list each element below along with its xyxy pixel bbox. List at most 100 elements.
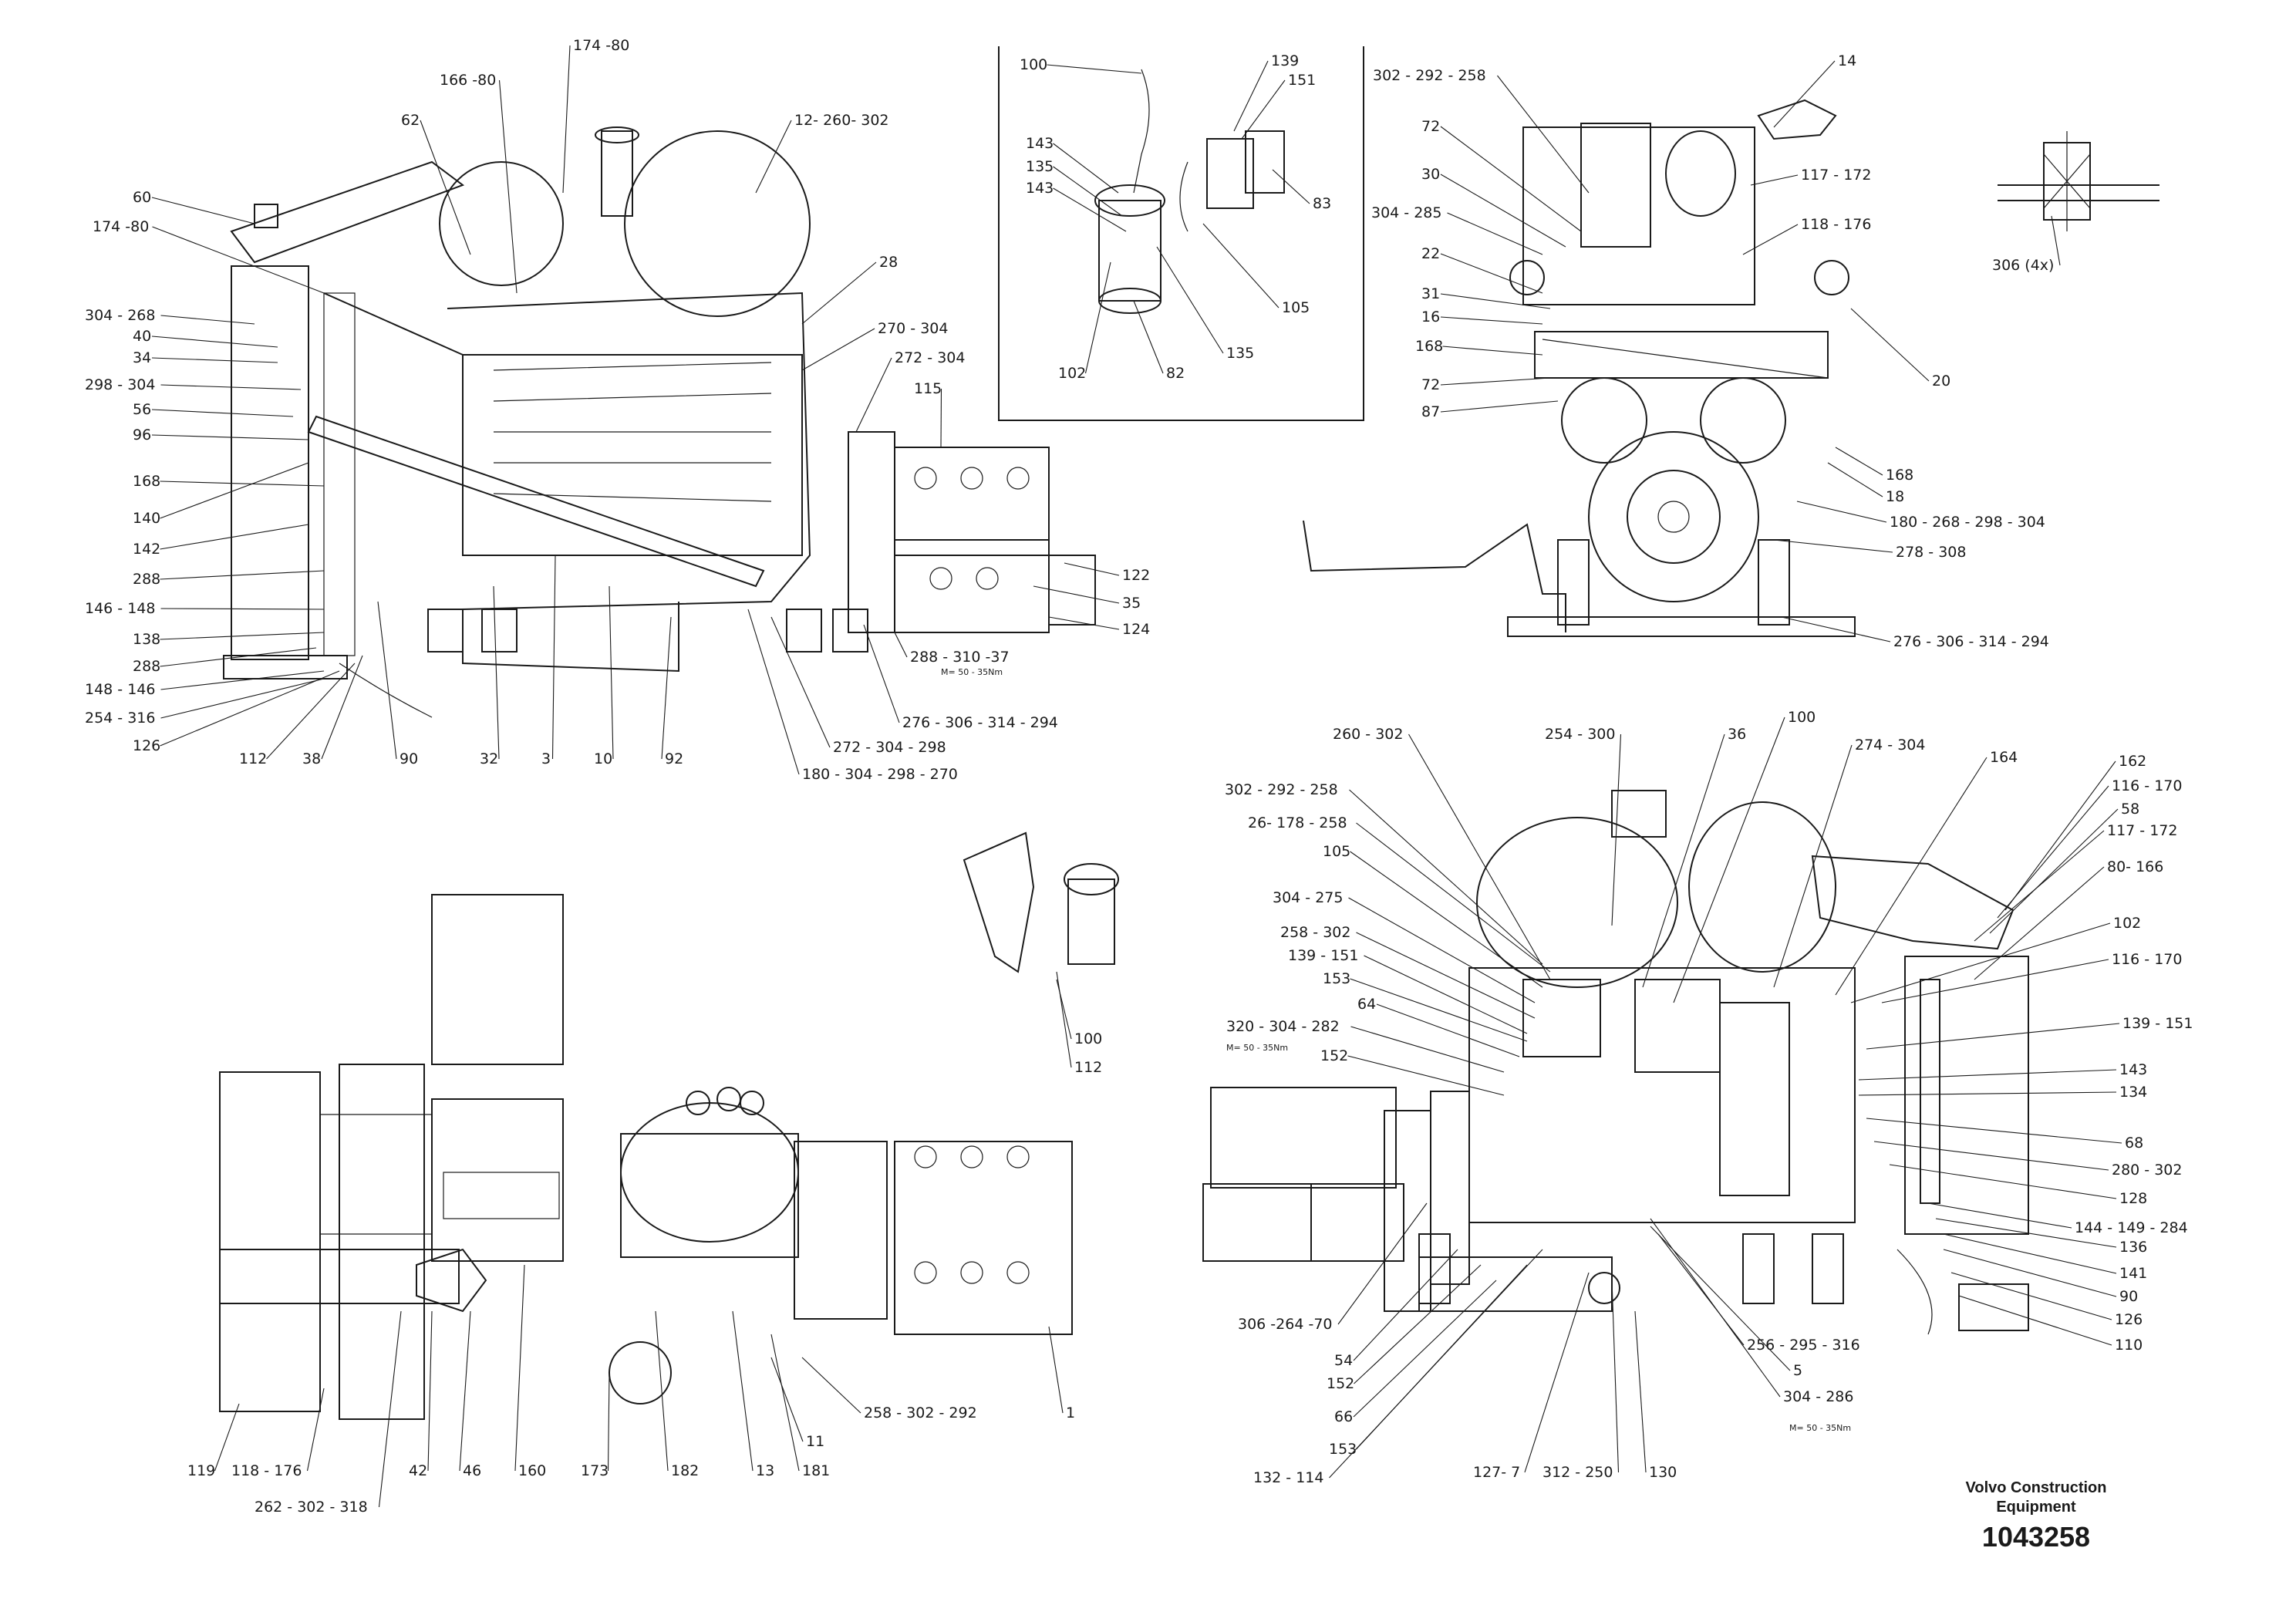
leader-c8 [160, 315, 255, 325]
leader-c27 [1064, 562, 1120, 576]
leader-c129 [770, 1334, 800, 1472]
callout-c63: 72 [1421, 376, 1440, 393]
leader-c94 [1881, 959, 2109, 1003]
callout-c112: 132 - 114 [1253, 1469, 1323, 1486]
leader-c99 [1873, 1141, 2109, 1171]
leader-c128 [732, 1310, 754, 1472]
callout-c116: 127- 7 [1473, 1464, 1520, 1481]
callout-c58: 118 - 176 [1801, 216, 1871, 233]
callout-c35: 38 [302, 750, 321, 767]
callout-c93: 102 [2113, 915, 2141, 932]
callout-c81: 117 - 172 [2107, 822, 2177, 839]
leader-c106 [1958, 1295, 2112, 1346]
callout-c103: 141 [2119, 1265, 2147, 1282]
bolt-detail [1998, 131, 2159, 231]
leader-c67 [1827, 462, 1883, 497]
callout-c91: 320 - 304 - 282 [1226, 1018, 1340, 1035]
leader-c11 [160, 384, 302, 390]
callout-c31: 276 - 306 - 314 - 294 [902, 714, 1058, 731]
leader-c40 [661, 616, 672, 760]
callout-c52: 302 - 292 - 258 [1373, 67, 1486, 84]
leader-c109 [1354, 1264, 1482, 1384]
leader-c32 [770, 616, 831, 748]
leader-c96 [1858, 1069, 2117, 1081]
callout-c20: 288 [133, 571, 160, 588]
leader-c104 [1943, 1249, 2117, 1297]
leader-c26 [160, 670, 340, 747]
leader-c52 [1497, 75, 1590, 194]
leader-c125 [514, 1264, 525, 1472]
leader-c35 [321, 655, 363, 760]
leader-c82 [1974, 866, 2105, 980]
leader-c60 [1440, 293, 1551, 309]
callout-c41: 100 [1020, 56, 1047, 73]
callout-c77: 164 [1990, 749, 2018, 766]
leader-c23 [160, 647, 317, 667]
callout-c70: 276 - 306 - 314 - 294 [1893, 633, 2049, 650]
callout-c47: 83 [1313, 195, 1331, 212]
callout-c59: 22 [1421, 245, 1440, 262]
leader-c121 [214, 1403, 240, 1472]
callout-c114: 5 [1793, 1362, 1802, 1379]
callout-c68: 180 - 268 - 298 - 304 [1890, 514, 2045, 531]
callout-c19: 142 [133, 541, 160, 558]
leader-c36 [377, 601, 397, 760]
leader-c66 [1835, 447, 1883, 476]
leader-c126 [607, 1372, 610, 1472]
leader-c108 [1353, 1249, 1458, 1361]
callout-c115: 304 - 286 [1783, 1388, 1853, 1405]
callout-c50: 82 [1166, 365, 1185, 382]
leader-c112 [1329, 1249, 1543, 1479]
callout-c120: 112 [1074, 1059, 1102, 1076]
callout-c122: 118 - 176 [231, 1462, 302, 1479]
leader-c22 [160, 632, 325, 640]
callout-c84: 26- 178 - 258 [1248, 814, 1347, 831]
leader-lines [151, 45, 2122, 1508]
callout-c94: 116 - 170 [2112, 951, 2182, 968]
leader-c39 [609, 585, 614, 760]
torque-note-n3: M= 50 - 35Nm [1789, 1423, 1851, 1433]
callout-c43: 151 [1288, 72, 1316, 89]
callout-c71: 306 (4x) [1992, 257, 2054, 274]
leader-c5 [151, 197, 255, 224]
leader-c70 [1781, 616, 1891, 642]
callout-c22: 138 [133, 631, 160, 648]
callout-c80: 58 [2121, 801, 2139, 818]
leader-c79 [1997, 785, 2109, 919]
callout-c130: 258 - 302 - 292 [864, 1404, 977, 1421]
leader-c6 [152, 226, 325, 294]
leader-c78 [2004, 760, 2116, 911]
callout-c24: 148 - 146 [85, 681, 155, 698]
leader-c19 [160, 524, 309, 550]
leader-c89 [1350, 978, 1528, 1042]
leader-c116 [1524, 1272, 1590, 1473]
leader-c71 [2051, 215, 2061, 266]
leader-c51 [1156, 246, 1224, 354]
leader-c74 [1642, 733, 1725, 988]
leader-c55 [1440, 174, 1566, 248]
callout-c46: 143 [1026, 180, 1054, 197]
callout-c82: 80- 166 [2107, 858, 2163, 875]
leader-c122 [306, 1388, 325, 1472]
leader-c86 [1348, 897, 1536, 1003]
leader-c50 [1133, 300, 1164, 374]
leader-c4 [755, 120, 792, 194]
callout-c85: 105 [1323, 843, 1350, 860]
callout-c49: 102 [1058, 365, 1086, 382]
callout-c6: 174 -80 [93, 218, 149, 235]
callout-c118: 130 [1649, 1464, 1677, 1481]
callout-c54: 72 [1421, 118, 1440, 135]
leader-c95 [1866, 1023, 2120, 1050]
leader-c97 [1858, 1091, 2117, 1096]
leader-c29 [1048, 616, 1120, 630]
leader-c133 [378, 1310, 402, 1508]
callout-c73: 254 - 300 [1545, 726, 1615, 743]
callout-c121: 119 [187, 1462, 215, 1479]
leader-c53 [1773, 60, 1836, 128]
callout-c25: 254 - 316 [85, 710, 155, 727]
callout-c37: 32 [480, 750, 498, 767]
callout-c9: 40 [133, 328, 151, 345]
callout-c133: 262 - 302 - 318 [255, 1499, 368, 1516]
